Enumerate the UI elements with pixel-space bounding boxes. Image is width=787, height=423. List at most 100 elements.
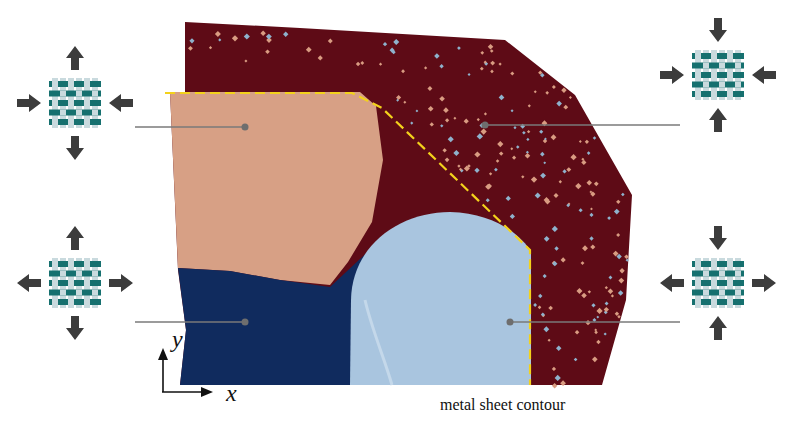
weave-crossing	[92, 110, 98, 116]
speckle	[581, 261, 585, 265]
speckle	[494, 168, 498, 172]
speckle	[552, 367, 556, 371]
speckle	[534, 90, 537, 93]
load-arrow	[660, 274, 684, 292]
weave-crossing	[695, 53, 701, 59]
weave-crossing	[727, 280, 733, 286]
speckle	[552, 85, 556, 89]
weave-crossing	[52, 261, 58, 267]
compression-y-region	[350, 212, 531, 385]
speckle	[556, 101, 562, 107]
load-arrow	[752, 66, 776, 84]
weave-crossing	[735, 63, 741, 69]
fabric-icon	[17, 226, 133, 340]
warp-yarn	[692, 91, 744, 97]
speckle	[618, 278, 624, 284]
weave-crossing	[84, 261, 90, 267]
speckle	[588, 290, 591, 293]
speckle	[427, 86, 432, 91]
speckle	[488, 44, 494, 50]
load-arrow	[109, 94, 133, 112]
speckle	[575, 183, 581, 189]
weft-yarn	[711, 50, 717, 100]
warp-yarn	[49, 110, 101, 116]
weave-crossing	[52, 100, 58, 106]
y-axis	[162, 356, 164, 392]
weave-crossing	[727, 91, 733, 97]
weave-crossing	[711, 299, 717, 305]
speckle	[576, 288, 582, 294]
speckle	[485, 184, 491, 190]
speckle	[548, 306, 553, 311]
load-arrow	[752, 274, 776, 292]
weft-yarn	[727, 258, 733, 308]
load-arrow	[66, 136, 84, 160]
weft-yarn	[84, 258, 90, 308]
speckle	[551, 134, 557, 140]
weave-crossing	[52, 299, 58, 305]
speckle	[593, 136, 596, 139]
speckle	[543, 161, 546, 164]
y-axis-head	[158, 348, 168, 360]
speckle	[522, 131, 526, 135]
speckle	[618, 290, 623, 295]
speckle	[428, 106, 434, 112]
weft-yarn	[695, 50, 701, 100]
warp-yarn	[49, 261, 101, 267]
weave-crossing	[52, 280, 58, 286]
speckle	[390, 48, 395, 53]
weave-crossing	[711, 280, 717, 286]
weave-crossing	[84, 119, 90, 125]
speckle	[215, 31, 221, 37]
speckle	[260, 30, 265, 35]
speckle	[585, 140, 589, 144]
speckle	[605, 301, 609, 305]
load-arrow	[17, 94, 41, 112]
weave-crossing	[727, 53, 733, 59]
speckle	[621, 193, 625, 197]
load-arrow	[66, 46, 84, 70]
speckle	[481, 129, 487, 135]
x-axis	[162, 391, 204, 393]
warp-yarn	[692, 82, 744, 88]
speckle	[430, 122, 434, 126]
speckle	[552, 261, 557, 266]
speckle	[591, 303, 595, 307]
speckle	[232, 35, 238, 41]
speckle	[540, 73, 544, 77]
weave-crossing	[68, 280, 74, 286]
warp-yarn	[692, 261, 744, 267]
weave-crossing	[60, 290, 66, 296]
contour-note: metal sheet contour	[440, 396, 565, 414]
speckle	[574, 358, 578, 362]
speckle	[415, 109, 418, 112]
weave-crossing	[711, 72, 717, 78]
warp-yarn	[49, 81, 101, 87]
speckle	[448, 136, 454, 142]
speckle	[569, 96, 572, 99]
warp-yarn	[692, 63, 744, 69]
speckle	[440, 124, 443, 127]
speckle	[474, 151, 480, 157]
speckle	[516, 145, 520, 149]
leader-dot	[242, 319, 249, 326]
weft-yarn	[52, 78, 58, 128]
speckle	[526, 138, 529, 141]
weave-crossing	[695, 280, 701, 286]
warp-yarn	[49, 119, 101, 125]
speckle	[539, 130, 543, 134]
weave-crossing	[76, 91, 82, 97]
speckle	[513, 126, 516, 129]
speckle	[563, 105, 568, 110]
speckle	[554, 246, 558, 250]
speckle	[538, 306, 542, 310]
speckle	[616, 200, 620, 204]
speckle	[499, 95, 505, 101]
warp-yarn	[692, 290, 744, 296]
speckle	[477, 133, 483, 139]
speckle	[615, 312, 619, 316]
speckle	[616, 233, 620, 237]
speckle	[579, 208, 583, 212]
weave-crossing	[84, 280, 90, 286]
weave-crossing	[719, 82, 725, 88]
